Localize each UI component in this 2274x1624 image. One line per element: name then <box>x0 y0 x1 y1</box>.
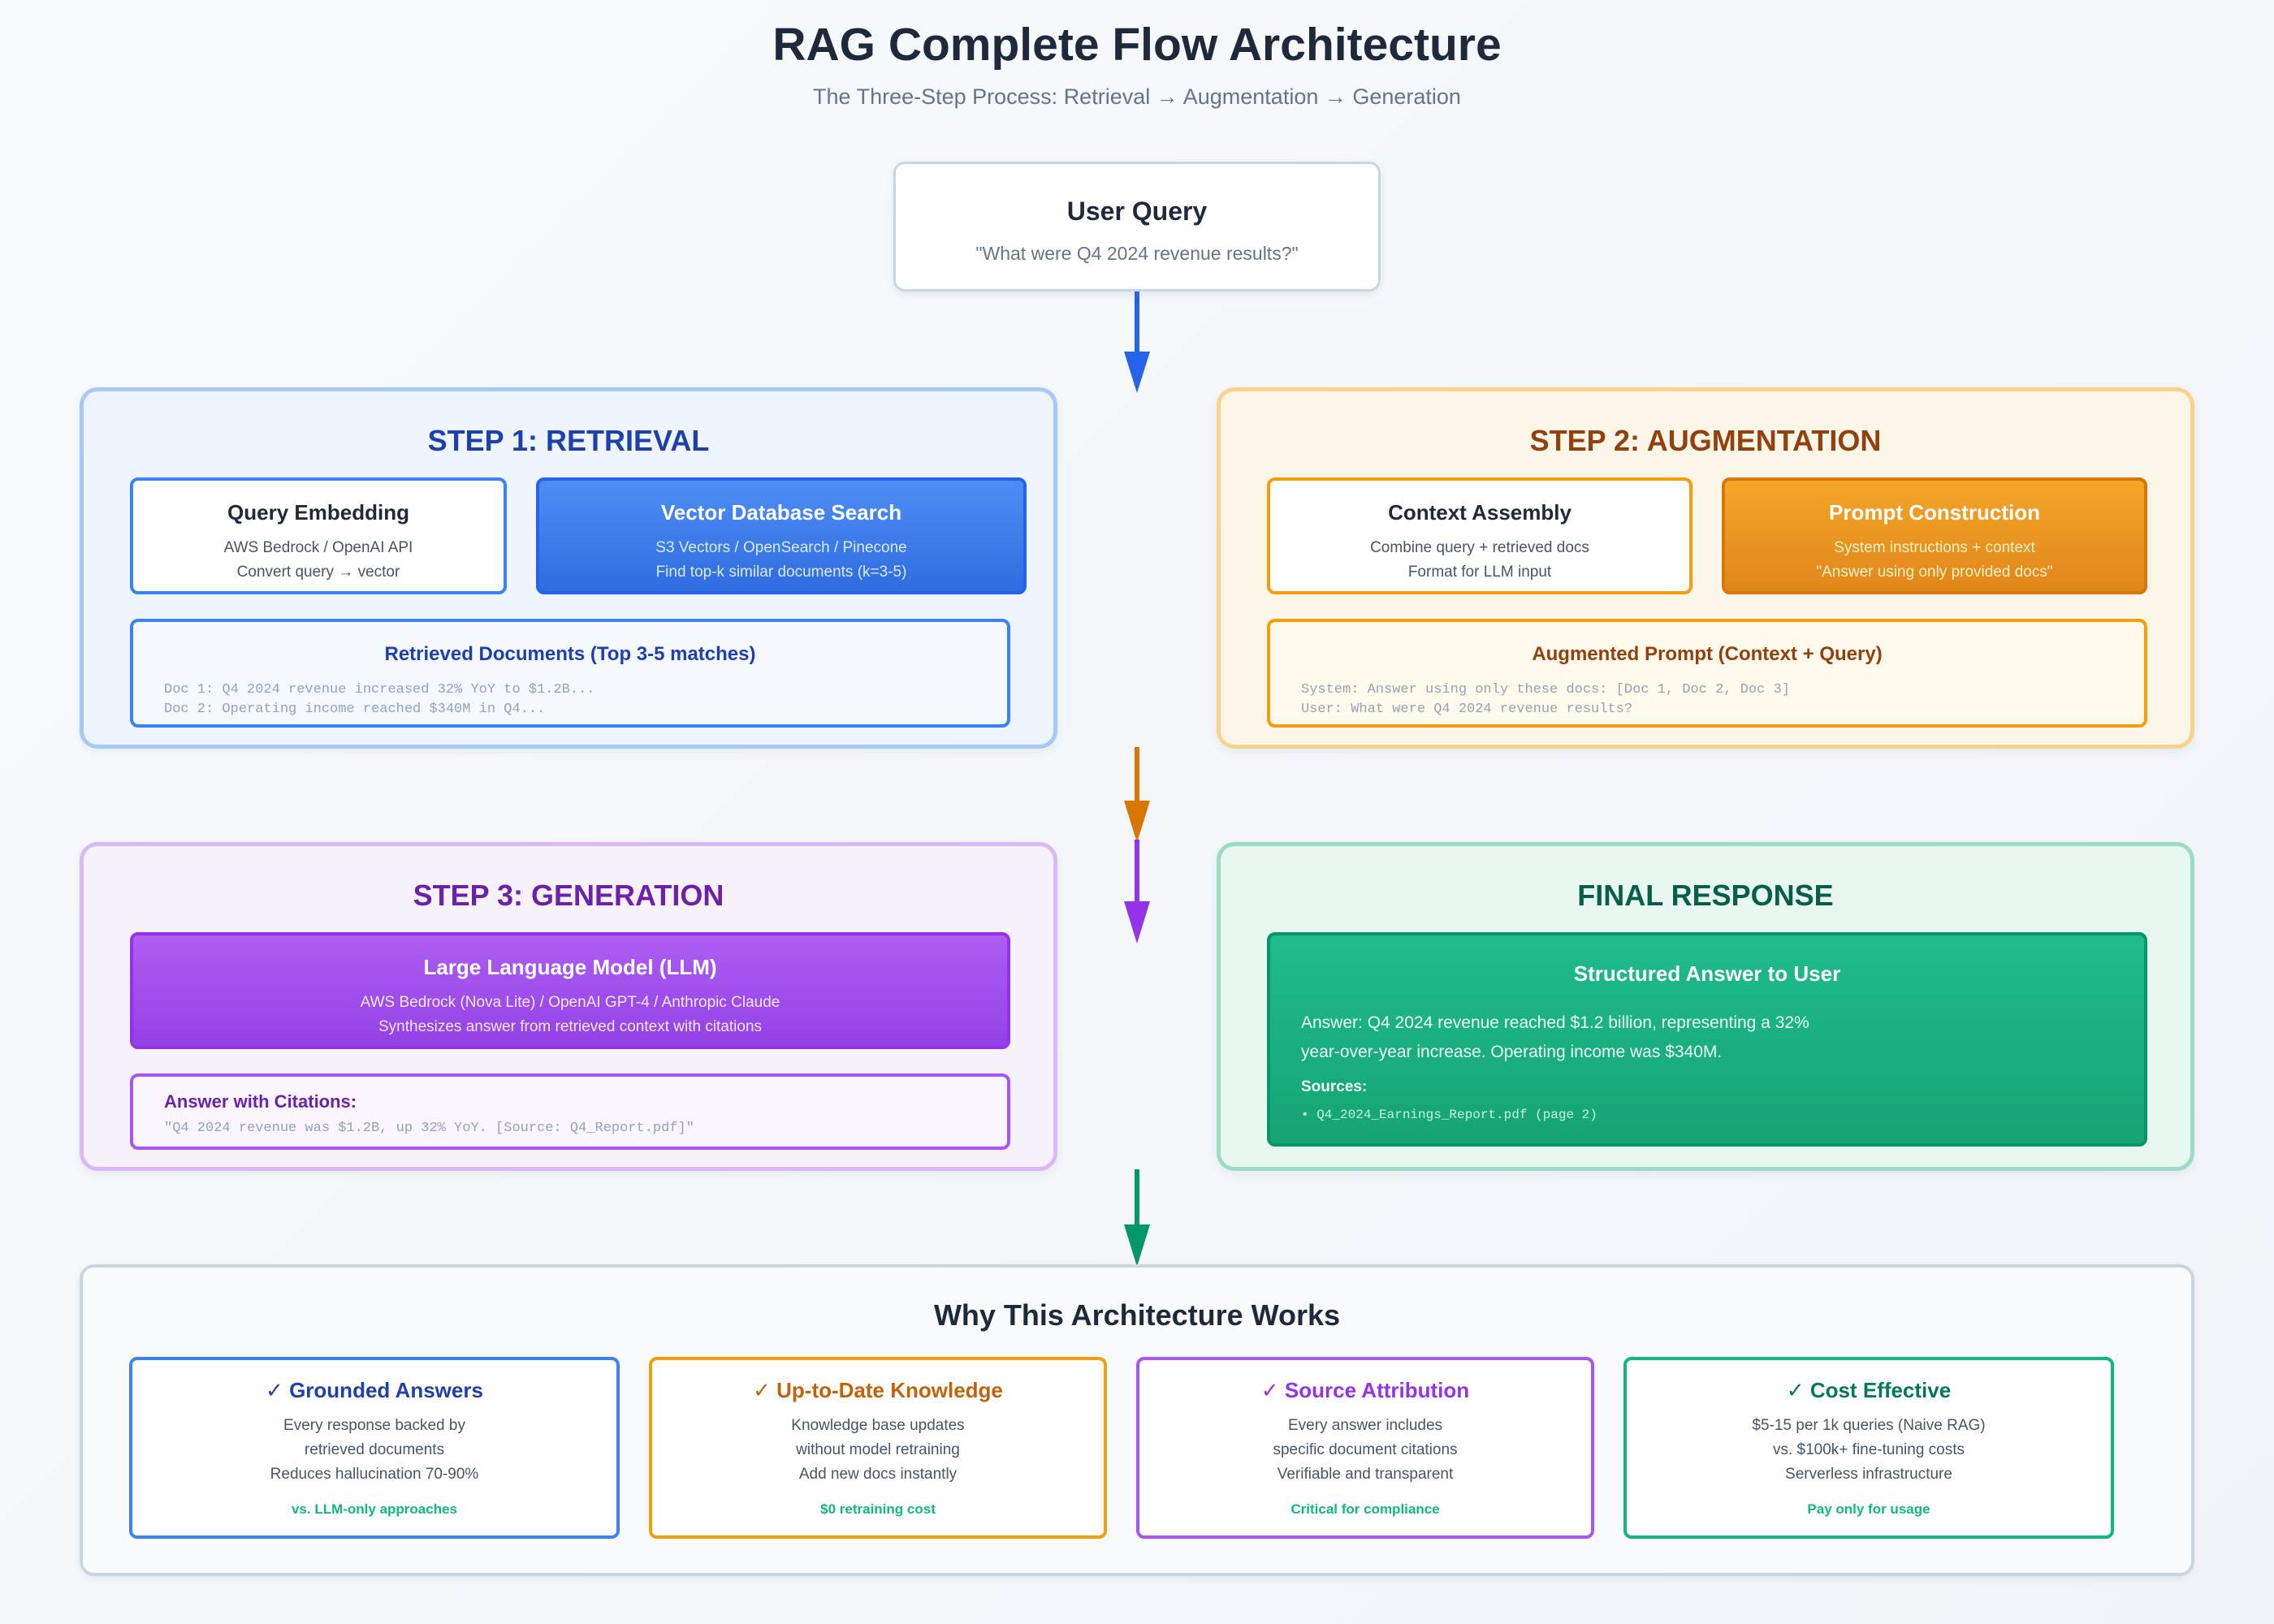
context-assembly-line: Combine query + retrieved docs <box>1370 539 1589 556</box>
query-embedding-line: Convert query → vector <box>236 564 400 581</box>
page-subtitle: The Three-Step Process: Retrieval → Augm… <box>813 84 1461 109</box>
step1-retrieval-panel: STEP 1: RETRIEVAL Query Embedding AWS Be… <box>80 387 1057 749</box>
check-icon: ✓ <box>1786 1378 1805 1402</box>
benefit-card-grounded-answers: ✓ Grounded Answers Every response backed… <box>129 1357 620 1539</box>
check-icon: ✓ <box>266 1378 283 1402</box>
vector-search-line: S3 Vectors / OpenSearch / Pinecone <box>655 539 907 556</box>
final-answer-line: year-over-year increase. Operating incom… <box>1301 1043 1723 1061</box>
arrow-augmentation-down <box>1124 747 1150 843</box>
structured-answer-title: Structured Answer to User <box>1573 961 1841 986</box>
benefit-line: specific document citations <box>1273 1441 1458 1458</box>
user-query-text: "What were Q4 2024 revenue results?" <box>975 243 1299 264</box>
augmented-prompt-line: User: What were Q4 2024 revenue results? <box>1301 702 1633 717</box>
llm-card: Large Language Model (LLM) AWS Bedrock (… <box>130 932 1010 1049</box>
retrieved-documents-card: Retrieved Documents (Top 3-5 matches) Do… <box>130 619 1010 728</box>
step3-generation-panel: STEP 3: GENERATION Large Language Model … <box>80 842 1057 1171</box>
final-response-title: FINAL RESPONSE <box>1577 879 1834 912</box>
benefit-line: Every response backed by <box>283 1417 465 1434</box>
benefit-line: vs. $100k+ fine-tuning costs <box>1772 1441 1965 1458</box>
retrieved-doc-line: Doc 1: Q4 2024 revenue increased 32% YoY… <box>164 682 595 698</box>
benefit-card-source-attribution: ✓ Source Attribution Every answer includ… <box>1136 1357 1594 1539</box>
benefits-title: Why This Architecture Works <box>933 1298 1341 1332</box>
benefit-title: Cost Effective <box>1809 1378 1952 1402</box>
final-response-panel: FINAL RESPONSE Structured Answer to User… <box>1217 842 2194 1171</box>
benefit-line: Serverless infrastructure <box>1785 1466 1952 1483</box>
prompt-construction-line: System instructions + context <box>1834 539 2035 556</box>
benefit-line: Knowledge base updates <box>791 1417 965 1434</box>
answer-citations-title: Answer with Citations: <box>164 1091 357 1112</box>
benefit-title: Up-to-Date Knowledge <box>776 1378 1003 1402</box>
answer-citations-card: Answer with Citations: "Q4 2024 revenue … <box>130 1073 1010 1150</box>
step2-augmentation-panel: STEP 2: AUGMENTATION Context Assembly Co… <box>1217 387 2194 749</box>
benefit-footnote: Critical for compliance <box>1290 1501 1440 1517</box>
benefit-line: $5-15 per 1k queries (Naive RAG) <box>1752 1417 1986 1434</box>
query-embedding-line: AWS Bedrock / OpenAI API <box>223 539 413 556</box>
vector-search-line: Find top-k similar documents (k=3-5) <box>655 564 907 581</box>
context-assembly-line: Format for LLM input <box>1407 564 1552 581</box>
prompt-construction-card: Prompt Construction System instructions … <box>1722 477 2147 594</box>
check-icon: ✓ <box>753 1378 771 1402</box>
benefit-line: Verifiable and transparent <box>1277 1466 1454 1483</box>
prompt-construction-line: "Answer using only provided docs" <box>1816 564 2053 581</box>
step3-title: STEP 3: GENERATION <box>413 879 724 912</box>
benefit-card-up-to-date-knowledge: ✓ Up-to-Date Knowledge Knowledge base up… <box>649 1357 1107 1539</box>
step2-title: STEP 2: AUGMENTATION <box>1529 424 1882 457</box>
arrow-to-benefits <box>1124 1169 1150 1267</box>
benefit-footnote: vs. LLM-only approaches <box>291 1501 458 1517</box>
context-assembly-card: Context Assembly Combine query + retriev… <box>1267 477 1693 594</box>
benefit-footnote: $0 retraining cost <box>820 1501 936 1517</box>
benefit-line: Reduces hallucination 70-90% <box>270 1466 479 1483</box>
answer-citations-text: "Q4 2024 revenue was $1.2B, up 32% YoY. … <box>164 1121 694 1136</box>
sources-label: Sources: <box>1301 1078 1368 1095</box>
arrow-query-to-step1 <box>1124 292 1150 393</box>
retrieved-doc-line: Doc 2: Operating income reached $340M in… <box>164 702 546 717</box>
benefit-line: Add new docs instantly <box>798 1466 958 1483</box>
benefit-line: without model retraining <box>796 1441 960 1458</box>
check-icon: ✓ <box>1260 1378 1279 1402</box>
vector-search-title: Vector Database Search <box>660 500 902 525</box>
llm-line: Synthesizes answer from retrieved contex… <box>378 1018 763 1035</box>
benefit-line: retrieved documents <box>304 1441 445 1458</box>
context-assembly-title: Context Assembly <box>1388 500 1571 525</box>
source-item: • Q4_2024_Earnings_Report.pdf (page 2) <box>1301 1108 1597 1122</box>
benefit-title: Source Attribution <box>1284 1378 1470 1402</box>
arrow-to-generation <box>1124 840 1150 944</box>
final-answer-line: Answer: Q4 2024 revenue reached $1.2 bil… <box>1301 1013 1809 1032</box>
step1-title: STEP 1: RETRIEVAL <box>427 424 710 457</box>
user-query-box: User Query "What were Q4 2024 revenue re… <box>893 162 1381 292</box>
benefits-panel: Why This Architecture Works ✓ Grounded A… <box>80 1264 2194 1576</box>
query-embedding-card: Query Embedding AWS Bedrock / OpenAI API… <box>130 477 507 594</box>
augmented-prompt-line: System: Answer using only these docs: [D… <box>1301 682 1790 698</box>
page-title: RAG Complete Flow Architecture <box>772 19 1502 71</box>
llm-title: Large Language Model (LLM) <box>423 955 717 979</box>
prompt-construction-title: Prompt Construction <box>1829 500 2040 525</box>
benefit-title: Grounded Answers <box>289 1378 483 1402</box>
augmented-prompt-card: Augmented Prompt (Context + Query) Syste… <box>1267 619 2147 728</box>
llm-line: AWS Bedrock (Nova Lite) / OpenAI GPT-4 /… <box>360 994 780 1011</box>
query-embedding-title: Query Embedding <box>227 500 409 525</box>
user-query-title: User Query <box>1066 197 1208 226</box>
benefit-card-cost-effective: ✓ Cost Effective $5-15 per 1k queries (N… <box>1623 1357 2114 1539</box>
structured-answer-card: Structured Answer to User Answer: Q4 202… <box>1267 932 2147 1147</box>
benefit-footnote: Pay only for usage <box>1807 1501 1930 1517</box>
retrieved-documents-title: Retrieved Documents (Top 3-5 matches) <box>384 643 756 665</box>
augmented-prompt-title: Augmented Prompt (Context + Query) <box>1532 643 1883 665</box>
benefit-line: Every answer includes <box>1287 1417 1443 1434</box>
vector-search-card: Vector Database Search S3 Vectors / Open… <box>536 477 1027 594</box>
